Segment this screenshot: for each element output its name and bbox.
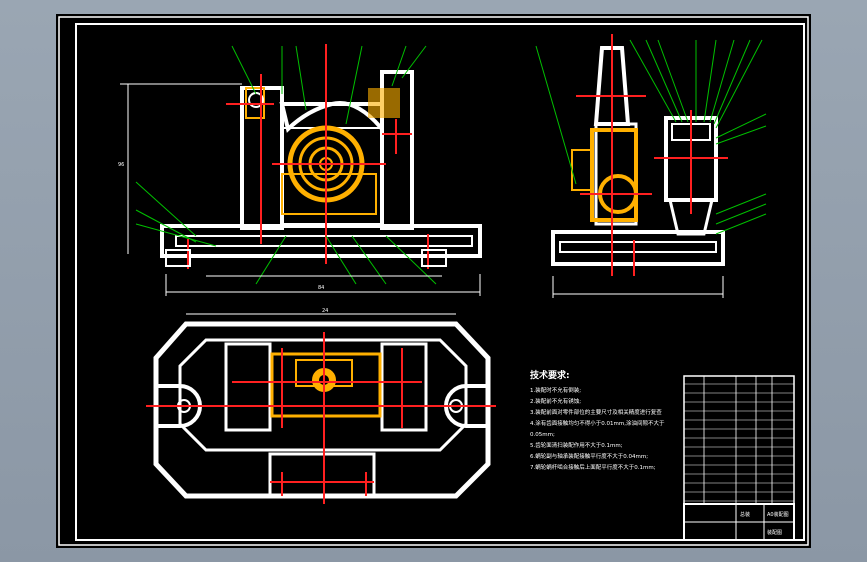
height-dim: 96 xyxy=(118,162,124,168)
tech-req-item: 4.涂有齿面接触均匀不得小于0.01mm,涂油间隙不大于 xyxy=(530,419,665,427)
drawing-code: A0装配图 xyxy=(767,511,789,518)
tech-req-item: 7.蜗轮蜗杆啮合接触后上面配平行度不大于0.1mm; xyxy=(530,463,656,471)
tech-req-item: 2.装配前不允有锈蚀; xyxy=(530,397,581,405)
tech-req-item: 1.装配时不允有倒装; xyxy=(530,386,581,394)
side-view xyxy=(535,34,767,298)
title-block: 总装 A0装配图 装配图 xyxy=(683,503,795,541)
parts-list xyxy=(683,375,795,505)
plan-view: 24 xyxy=(146,308,496,504)
plan-width-dim: 24 xyxy=(322,308,328,314)
outer-border xyxy=(58,16,809,546)
technical-requirements: 技术要求: 1.装配时不允有倒装; 2.装配前不允有锈蚀; 3.装配前面对零件部… xyxy=(530,369,665,471)
drawing-canvas: 84 96 xyxy=(58,16,809,546)
tech-req-item: 0.05mm; xyxy=(530,432,555,438)
part-label: 总装 xyxy=(740,511,750,518)
overall-length-dim: 84 xyxy=(318,285,324,291)
front-view: 84 96 xyxy=(118,44,482,296)
tech-req-item: 6.蜗轮副与轴承装配接触平行度不大于0.04mm; xyxy=(530,452,648,460)
drawing-sheet: 84 96 xyxy=(56,14,811,548)
tech-req-item: 3.装配前面对零件部位的主要尺寸及相关精度进行复查 xyxy=(530,408,662,416)
tech-req-item: 5.齿轮面清扫装配作用不大于0.1mm; xyxy=(530,441,623,449)
drawing-name: 装配图 xyxy=(767,529,782,536)
tech-req-title: 技术要求: xyxy=(530,369,570,381)
inner-border xyxy=(75,23,805,541)
